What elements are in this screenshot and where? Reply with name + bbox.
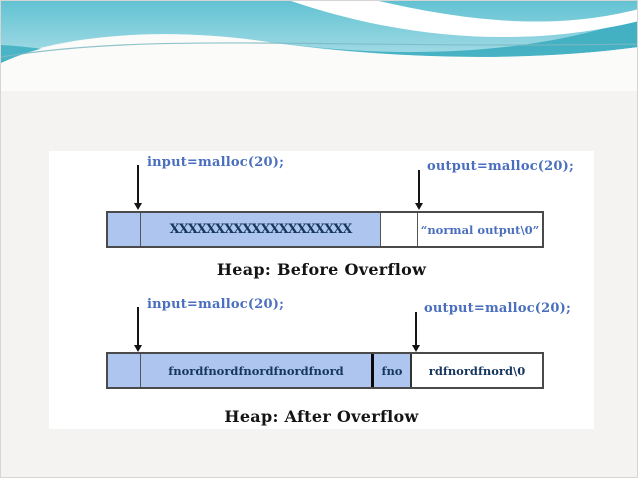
teal-band-shape <box>1 1 637 61</box>
dark-teal-wave <box>251 17 637 57</box>
heap-segment-overflowed-gap: fno <box>374 354 412 387</box>
heap-segment-output-buffer: “normal output\0” <box>418 213 542 246</box>
output-pointer-arrow <box>415 170 423 210</box>
heap-segment-header <box>108 213 141 246</box>
heap-bar-after: fnordfnordfnordfnordfnord fno rdfnordfno… <box>106 352 544 389</box>
heap-title-before: Heap: Before Overflow <box>216 260 427 279</box>
white-stripe <box>291 1 637 38</box>
output-malloc-label: output=malloc(20); <box>427 159 574 174</box>
input-malloc-label: input=malloc(20); <box>147 155 285 170</box>
input-malloc-label: input=malloc(20); <box>147 297 285 312</box>
heap-segment-header <box>108 354 141 387</box>
input-pointer-arrow <box>134 307 142 352</box>
output-malloc-label: output=malloc(20); <box>424 301 571 316</box>
heap-segment-input-buffer: XXXXXXXXXXXXXXXXXXXX <box>141 213 381 246</box>
heap-segment-gap <box>381 213 418 246</box>
header-swoosh-graphic <box>1 1 637 91</box>
heap-segment-output-buffer: rdfnordfnord\0 <box>412 354 542 387</box>
thin-curve-line <box>1 42 637 58</box>
input-pointer-arrow <box>134 165 142 210</box>
heap-bar-before: XXXXXXXXXXXXXXXXXXXX “normal output\0” <box>106 211 544 248</box>
white-hill-shape <box>1 34 637 91</box>
output-pointer-arrow <box>412 312 420 352</box>
heap-segment-input-buffer: fnordfnordfnordfnordfnord <box>141 354 374 387</box>
heap-title-after: Heap: After Overflow <box>224 407 419 426</box>
